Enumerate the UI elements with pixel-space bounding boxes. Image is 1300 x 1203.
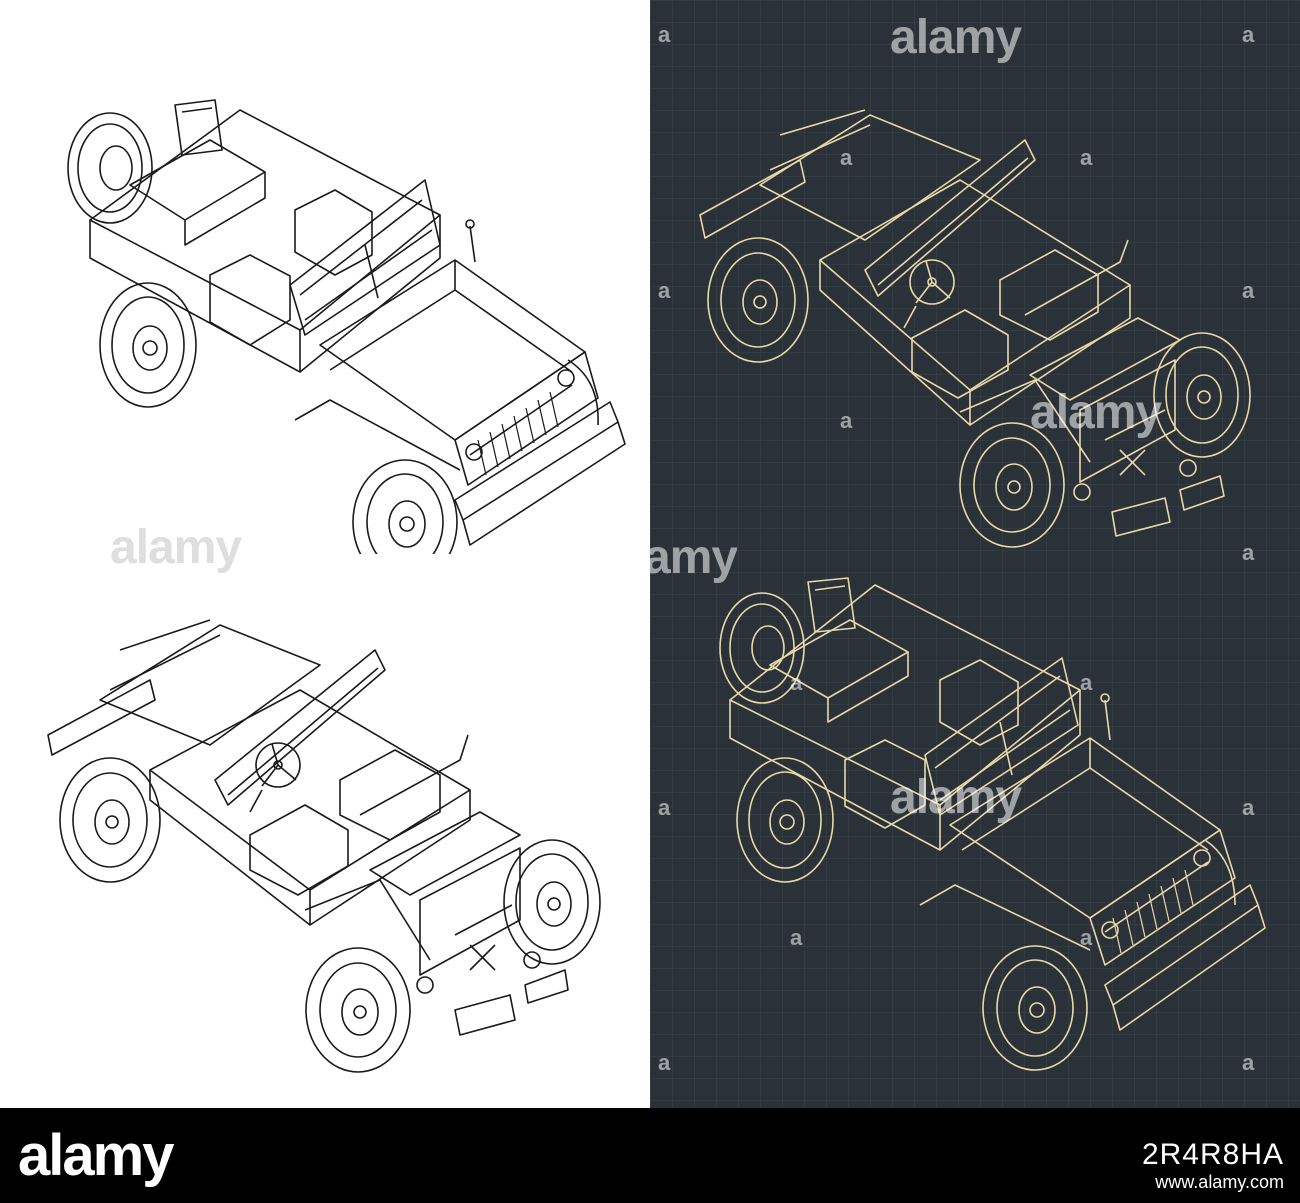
watermark-brand: alamy: [110, 521, 242, 574]
watermark-mark: a: [1242, 795, 1254, 820]
watermark-mark: a: [658, 22, 670, 47]
alamy-logo: alamy: [18, 1123, 174, 1188]
watermark-middle: alamy: [1030, 386, 1162, 439]
stock-footer: alamy 2R4R8HA www.alamy.com: [0, 1108, 1300, 1203]
watermark-mark: a: [1080, 670, 1092, 695]
watermark-mark: a: [1080, 145, 1092, 170]
watermark-mark: a: [1242, 278, 1254, 303]
watermark-lower: alamy: [890, 771, 1022, 824]
watermark-mark: a: [658, 278, 670, 303]
site-url: www.alamy.com: [1155, 1172, 1284, 1192]
watermark-edge-text: alamy: [650, 531, 738, 584]
image-id: 2R4R8HA: [1141, 1138, 1284, 1171]
jeep-rear-view-drawing-dark: [699, 109, 1251, 548]
watermark-mark: a: [1242, 22, 1254, 47]
watermark-edge: alamy: [650, 530, 737, 585]
jeep-rear-view-drawing-light: [47, 619, 601, 1073]
watermark-mark: a: [790, 670, 802, 695]
blueprint-grid: [650, 0, 1300, 1108]
watermark-mark: a: [658, 1050, 670, 1075]
watermark-mark: a: [658, 795, 670, 820]
watermark-mark: a: [1242, 540, 1254, 565]
watermark-mark: a: [1242, 1050, 1254, 1075]
left-blueprint-panel: alamy: [0, 0, 650, 1108]
watermark-mark: a: [840, 408, 852, 433]
watermark-mark: a: [1080, 925, 1092, 950]
watermark-mark: a: [840, 145, 852, 170]
watermark-mark: a: [790, 925, 802, 950]
jeep-front-view-drawing-light: [67, 99, 626, 554]
jeep-front-view-drawing-dark: [719, 577, 1266, 1071]
right-blueprint-panel: alamy alamy alamy alamy a a a a a a a a …: [650, 0, 1300, 1108]
watermark-top: alamy: [890, 11, 1022, 64]
